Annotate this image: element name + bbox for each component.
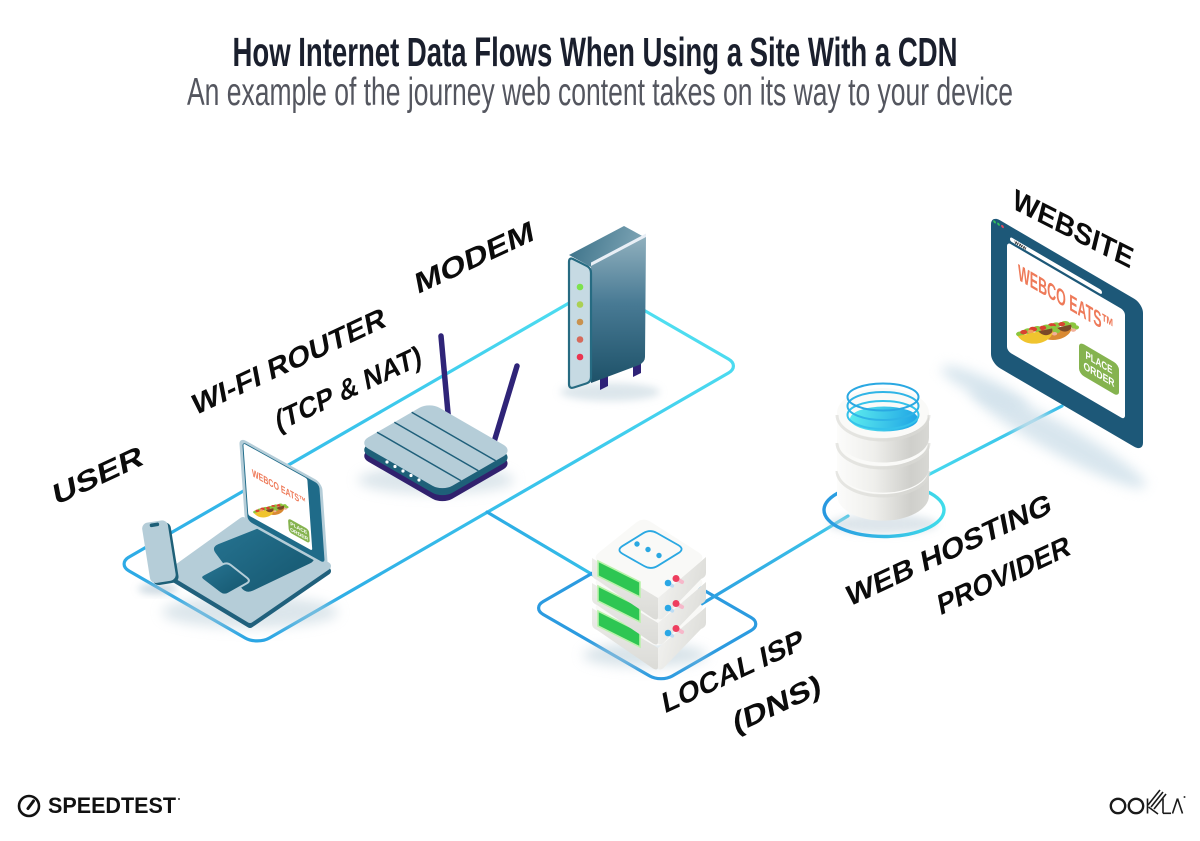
svg-text:SPEEDTEST: SPEEDTEST	[48, 793, 177, 818]
svg-text:How Internet Data Flows When U: How Internet Data Flows When Using a Sit…	[233, 29, 958, 75]
svg-text:An example of the journey web: An example of the journey web content ta…	[187, 71, 1013, 114]
svg-text:WWW: WWW	[1015, 240, 1028, 252]
